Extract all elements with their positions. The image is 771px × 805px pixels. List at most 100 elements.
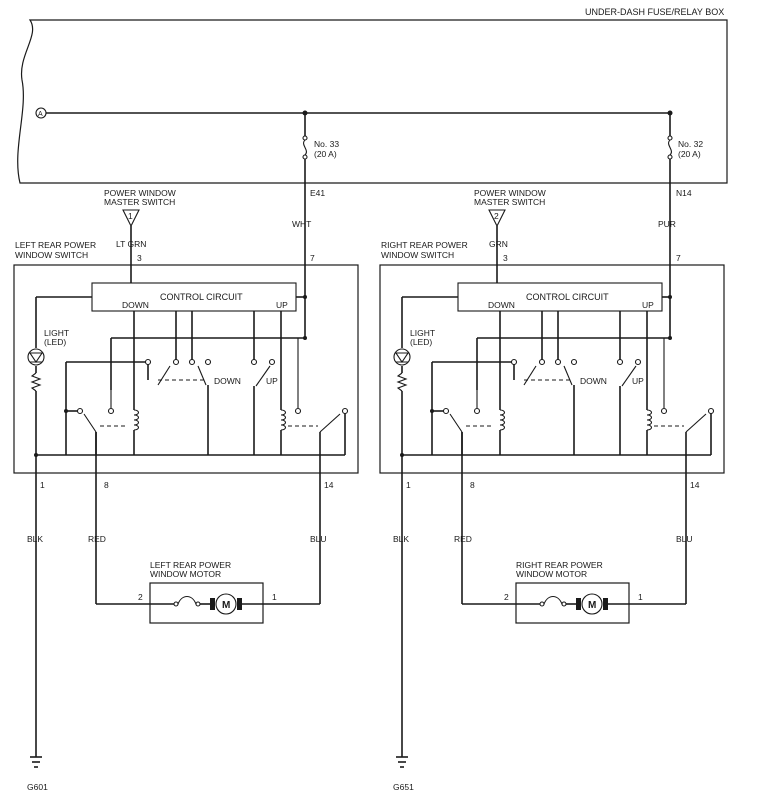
left-motor-wire-b-color: BLU xyxy=(310,534,327,544)
right-down-sw2-term xyxy=(570,358,578,366)
right-ground-wire-color: BLK xyxy=(393,534,409,544)
left-fuse-terminal: E41 xyxy=(310,188,325,198)
fuse-32-number: No. 32 xyxy=(678,139,703,149)
left-motor-box xyxy=(149,582,264,624)
left-down-sw1-top xyxy=(144,358,152,366)
left-light-line2: (LED) xyxy=(44,337,66,347)
right-master-switch-line2: MASTER SWITCH xyxy=(474,197,545,207)
left-led-body xyxy=(27,348,45,366)
left-motor-title-line1: LEFT REAR POWER xyxy=(150,560,231,570)
left-motor-wire-a-color: RED xyxy=(88,534,106,544)
left-ground-wire-color: BLK xyxy=(27,534,43,544)
left-relay-a-arm xyxy=(83,413,97,433)
right-pin-motor-b: 14 xyxy=(690,480,700,490)
right-feed-wire-color: PUR xyxy=(658,219,676,229)
left-master-switch-line1: POWER WINDOW xyxy=(104,188,176,198)
left-motor-symbol: M xyxy=(222,600,230,611)
fuse-33-number: No. 33 xyxy=(314,139,339,149)
fuse-32-terminal-bottom xyxy=(667,154,673,160)
right-motor-wire-a-color: RED xyxy=(454,534,472,544)
right-rear-circuit: N14 PUR 7 POWER WINDOW MASTER SWITCH 2 G… xyxy=(379,183,725,792)
right-down-sw1-arm xyxy=(523,365,537,386)
left-down-switch-label: DOWN xyxy=(214,376,241,386)
left-light-line1: LIGHT xyxy=(44,328,69,338)
left-feed-wire-color: WHT xyxy=(292,219,311,229)
left-up-switch-label: UP xyxy=(266,376,278,386)
left-up-sw-term xyxy=(268,358,276,366)
left-motor-brush-b xyxy=(237,598,242,610)
right-relay-b-arm xyxy=(685,413,707,433)
left-master-wire-color: LT GRN xyxy=(116,239,146,249)
right-cc-down-label: DOWN xyxy=(488,300,515,310)
left-down-sw1-term xyxy=(172,358,180,366)
left-relay-b-nc xyxy=(341,407,349,415)
left-pin-ground: 1 xyxy=(40,480,45,490)
left-pin-motor-a: 8 xyxy=(104,480,109,490)
right-relay-a-nc xyxy=(442,407,450,415)
right-switch-box xyxy=(379,264,725,474)
left-relay-b-no xyxy=(294,407,302,415)
right-resistor-icon xyxy=(396,372,408,392)
left-motor-title-line2: WINDOW MOTOR xyxy=(150,569,221,579)
right-pin-ground: 1 xyxy=(406,480,411,490)
left-master-switch-connector xyxy=(122,209,140,228)
right-up-sw-term xyxy=(634,358,642,366)
right-ground-icon xyxy=(396,756,408,768)
left-down-sw2-term xyxy=(204,358,212,366)
left-rail-junction-a xyxy=(303,295,307,299)
left-motor-brush-a xyxy=(210,598,215,610)
left-master-switch-line2: MASTER SWITCH xyxy=(104,197,175,207)
left-relay-a-coil xyxy=(133,409,140,431)
right-down-sw1-top xyxy=(510,358,518,366)
left-led-icon xyxy=(28,352,44,363)
fuse-32-rating: (20 A) xyxy=(678,149,701,159)
left-rail-junction-b xyxy=(303,336,307,340)
right-breaker-term-b xyxy=(561,601,567,607)
right-ground-point: G651 xyxy=(393,782,414,792)
left-pin-power: 7 xyxy=(310,253,315,263)
right-loop-junction xyxy=(430,409,434,413)
right-master-switch-connector xyxy=(488,209,506,228)
right-relay-a-no xyxy=(473,407,481,415)
right-master-switch-line1: POWER WINDOW xyxy=(474,188,546,198)
left-motor-pin-b: 1 xyxy=(272,592,277,602)
left-switch-title-line2: WINDOW SWITCH xyxy=(15,250,88,260)
right-motor-box xyxy=(515,582,630,624)
left-ground-point: G601 xyxy=(27,782,48,792)
fuse-33-element xyxy=(303,139,307,156)
left-pin-motor-b: 14 xyxy=(324,480,334,490)
right-light-line2: (LED) xyxy=(410,337,432,347)
fuse-box-outline xyxy=(17,19,728,184)
right-switch-title-line2: WINDOW SWITCH xyxy=(381,250,454,260)
right-light-line1: LIGHT xyxy=(410,328,435,338)
right-down-switch-label: DOWN xyxy=(580,376,607,386)
left-up-sw-top xyxy=(250,358,258,366)
right-motor-title-line2: WINDOW MOTOR xyxy=(516,569,587,579)
left-ground-icon xyxy=(30,756,42,768)
right-up-switch-label: UP xyxy=(632,376,644,386)
right-rail-junction-a xyxy=(668,295,672,299)
right-relay-b-coil xyxy=(646,409,653,431)
right-relay-b-no xyxy=(660,407,668,415)
left-cc-down-label: DOWN xyxy=(122,300,149,310)
right-breaker-term-a xyxy=(539,601,545,607)
right-motor-pin-b: 1 xyxy=(638,592,643,602)
fuse-33-terminal-bottom xyxy=(302,154,308,160)
right-control-circuit-label: CONTROL CIRCUIT xyxy=(526,292,609,302)
left-master-connector-number: 1 xyxy=(128,211,133,221)
left-up-sw-arm xyxy=(255,365,271,387)
left-relay-b-arm xyxy=(319,413,341,433)
right-pin-master: 3 xyxy=(503,253,508,263)
fuse-32-terminal-top xyxy=(667,135,673,141)
right-master-connector-number: 2 xyxy=(494,211,499,221)
left-motor-icon xyxy=(215,593,237,615)
left-motor-pin-a: 2 xyxy=(138,592,143,602)
left-rear-circuit: E41 WHT 7 POWER WINDOW MASTER SWITCH 1 L… xyxy=(13,183,359,792)
fuse-33: No. 33 (20 A) xyxy=(302,113,339,183)
right-relay-b-nc xyxy=(707,407,715,415)
left-circuit-breaker xyxy=(177,595,197,605)
right-circuit-breaker xyxy=(543,595,563,605)
fuse-32: No. 32 (20 A) xyxy=(667,113,703,183)
fuse-33-rating: (20 A) xyxy=(314,149,337,159)
